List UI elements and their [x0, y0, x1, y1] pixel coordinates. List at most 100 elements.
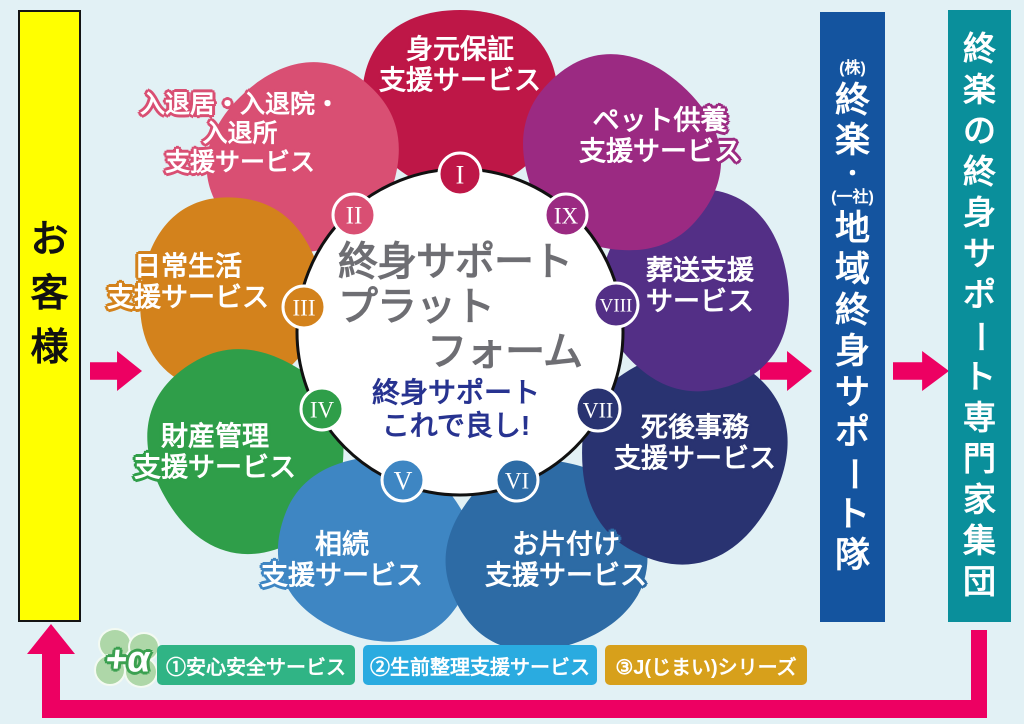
label-line: 支援サービス — [485, 561, 647, 591]
badge-numeral: VII — [583, 398, 614, 423]
company-bar-token: 楽 — [834, 121, 870, 161]
petal-label-tidying-up: お片付け 支援サービス — [485, 530, 647, 593]
experts-bar-char: の — [963, 112, 996, 150]
bottom-box-pre-death-organizing: ②生前整理支援サービス — [363, 645, 597, 685]
experts-bar-char: 楽 — [963, 71, 996, 109]
petal-1 — [362, 10, 558, 200]
badge-9: IX — [543, 192, 589, 238]
badge-6: VI — [494, 457, 540, 503]
badge-5: V — [380, 457, 426, 503]
badge-numeral: VIII — [600, 296, 633, 317]
petal-label-pet-memorial: ペット供養 支援サービス — [579, 106, 741, 169]
company-bar-token: ポ — [834, 413, 870, 453]
petal-3 — [140, 197, 330, 394]
numeral-badges: I II III IV V VI — [281, 151, 640, 503]
platform-slogan: 終身サポート これで良し! — [372, 376, 540, 442]
company-bar-token: ト — [834, 494, 870, 534]
experts-bar-char: 団 — [963, 562, 996, 600]
label-line: 葬送支援 — [646, 255, 754, 286]
badge-1: I — [437, 151, 483, 197]
platform-title-line: プラット — [338, 285, 495, 329]
customer-bar-label: お 客 様 — [30, 221, 68, 367]
label-line: 支援サービス — [134, 453, 296, 483]
label-line: 入退居・入退院・ — [139, 90, 341, 119]
badge-numeral: VI — [505, 469, 529, 494]
company-bar-token: ー — [833, 456, 873, 492]
company-bar-token: 隊 — [834, 535, 870, 575]
label-line: 入退所 — [202, 119, 278, 148]
label-line: 支援サービス — [261, 561, 423, 591]
experts-bar-char: 身 — [963, 194, 996, 232]
loop-line-right — [971, 630, 987, 718]
company-bar-token: サ — [834, 372, 870, 412]
customer-bar: お 客 様 — [18, 10, 81, 622]
experts-bar-char: 終 — [963, 30, 996, 68]
badge-2: II — [331, 192, 377, 238]
platform-title-line: 終身サポート — [338, 240, 573, 284]
platform-slogan-line: これで良し! — [381, 410, 531, 441]
label-line: お片付け — [512, 529, 620, 560]
experts-bar-char: 家 — [963, 480, 996, 518]
label-line: 支援サービス — [107, 283, 269, 313]
label-line: 支援サービス — [379, 66, 541, 96]
customer-char: お — [30, 219, 69, 261]
petal-7 — [582, 349, 788, 565]
company-bar-token: (株) — [839, 60, 866, 78]
badge-numeral: II — [346, 203, 363, 230]
experts-bar-char: 終 — [963, 153, 996, 191]
label-line: 相続 — [315, 529, 369, 560]
experts-bar-char: 集 — [963, 521, 996, 559]
label-line: 死後事務 — [641, 412, 749, 443]
experts-bar-char: ポ — [963, 276, 996, 314]
petal-label-inheritance: 相続 支援サービス — [261, 530, 423, 593]
company-bar-token: 終 — [834, 290, 870, 330]
badge-numeral: IX — [554, 204, 579, 229]
petal-5 — [277, 455, 474, 642]
company-bar: (株) 終 楽 ・ (一社) 地 域 終 身 サ ポ ー ト 隊 — [820, 12, 885, 622]
bottom-box-label: ①安心安全サービス — [166, 656, 346, 679]
company-bar-token: (一社) — [831, 189, 874, 207]
badge-8: VIII — [592, 281, 640, 329]
badge-numeral: III — [293, 296, 316, 321]
platform-title-line: フォーム — [427, 330, 583, 374]
company-bar-token: 域 — [834, 250, 870, 290]
plus-alpha-label: +α — [103, 638, 153, 680]
petal-label-after-death-affairs: 死後事務 支援サービス — [614, 413, 776, 476]
customer-char: 客 — [30, 273, 69, 315]
platform-title: 終身サポート プラット フォーム — [338, 240, 583, 375]
bottom-box-label: ③J(じまい)シリーズ — [615, 656, 797, 679]
clover-icon — [94, 654, 126, 686]
company-bar-token: 地 — [834, 209, 870, 249]
experts-bar: 終 楽 の 終 身 サ ポ ー ト 専 門 家 集 団 — [948, 10, 1011, 622]
company-bar-token: 終 — [834, 80, 870, 120]
experts-bar-char: ト — [963, 357, 996, 395]
label-line: 身元保証 — [406, 34, 514, 65]
petal-label-asset-management: 財産管理 支援サービス — [134, 422, 296, 485]
customer-char: 様 — [30, 327, 69, 369]
company-bar-token: 身 — [834, 331, 870, 371]
badge-numeral: I — [456, 161, 465, 190]
petal-label-funeral-support: 葬送支援 サービス — [646, 256, 754, 319]
label-line: 財産管理 — [161, 421, 269, 452]
label-line: 支援サービス — [579, 137, 741, 167]
label-line: 日常生活 — [134, 251, 242, 282]
label-line: 支援サービス — [614, 444, 776, 474]
bottom-box-jimai-series: ③J(じまい)シリーズ — [605, 645, 807, 685]
petals — [140, 10, 789, 651]
experts-bar-char: サ — [963, 235, 996, 273]
bottom-box-label: ②生前整理支援サービス — [370, 656, 590, 679]
platform-slogan-line: 終身サポート — [371, 377, 541, 408]
loop-line-bottom — [42, 700, 987, 718]
badge-numeral: V — [394, 467, 413, 496]
company-bar-token: ・ — [841, 161, 864, 187]
experts-bar-char: 門 — [963, 439, 996, 477]
label-line: ペット供養 — [592, 105, 728, 136]
badge-7: VII — [574, 385, 622, 433]
petal-label-daily-life: 日常生活 支援サービス — [107, 252, 269, 315]
badge-4: IV — [299, 386, 345, 432]
loop-arrow-shaft — [42, 650, 60, 718]
experts-bar-char: 専 — [963, 398, 996, 436]
experts-bar-char: ー — [961, 319, 999, 353]
plus-alpha-badge: +α — [92, 628, 164, 690]
